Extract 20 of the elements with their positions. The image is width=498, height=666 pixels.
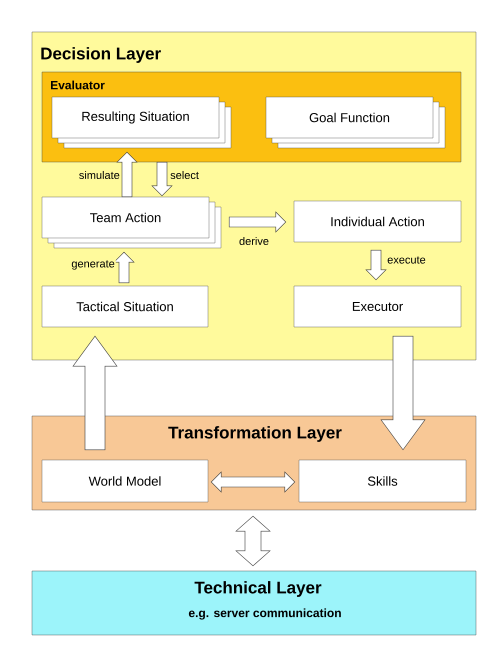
process-box: World Model (42, 460, 208, 502)
block-arrow (151, 162, 173, 196)
block-arrow (210, 471, 296, 493)
stacked-card: Team Action (42, 196, 222, 248)
process-box: Executor (294, 286, 462, 328)
block-arrow (116, 152, 138, 198)
process-box: Tactical Situation (42, 286, 208, 328)
edge-label: derive (238, 236, 270, 246)
block-arrow (380, 336, 426, 450)
block-arrow (113, 252, 135, 284)
layer-box: Technical Layer e.g. server communication (32, 570, 476, 636)
block-arrow (72, 336, 118, 450)
process-box: Skills (298, 460, 466, 502)
stacked-card: Goal Function (266, 96, 446, 148)
block-arrow (228, 211, 286, 233)
process-box: Individual Action (294, 200, 462, 242)
block-arrow (235, 516, 271, 566)
stacked-card: Resulting Situation (52, 96, 232, 148)
edge-label: select (169, 170, 200, 180)
block-arrow (365, 250, 387, 280)
